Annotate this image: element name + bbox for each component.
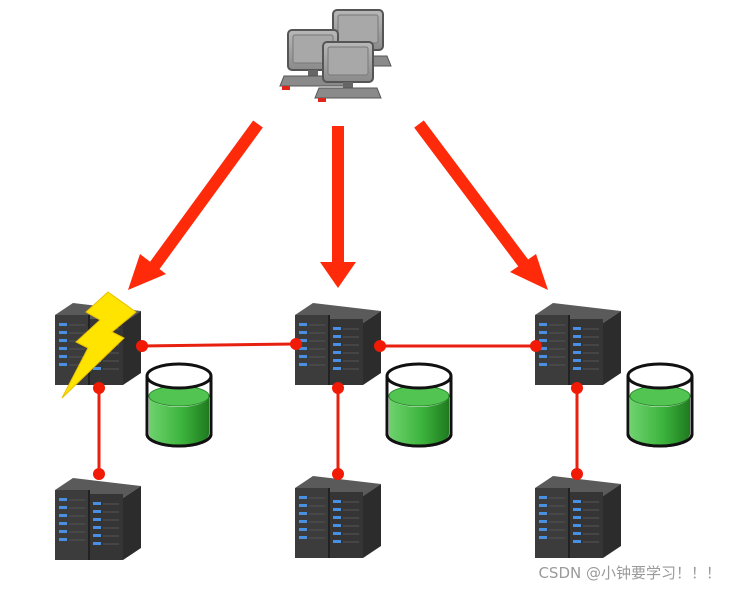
lightning-bolt-icon	[61, 291, 137, 399]
watermark: CSDN @小钟要学习！！！	[538, 564, 721, 582]
database-cylinder-icon	[145, 362, 213, 448]
database-cylinder-icon	[626, 362, 694, 448]
computer-cluster-icon	[279, 9, 392, 102]
server-rack-icon	[294, 302, 382, 386]
server-rack-icon	[294, 475, 382, 559]
network-links	[97, 342, 579, 474]
arrow-right	[414, 120, 548, 290]
server-rack-icon	[534, 475, 622, 559]
server-rack-icon	[54, 477, 142, 561]
connection-nodes	[93, 338, 583, 480]
database-cylinder-icon	[385, 362, 453, 448]
arrow-center	[320, 126, 356, 288]
server-rack-icon	[534, 302, 622, 386]
arrow-left	[128, 120, 263, 290]
request-arrows	[128, 120, 548, 290]
